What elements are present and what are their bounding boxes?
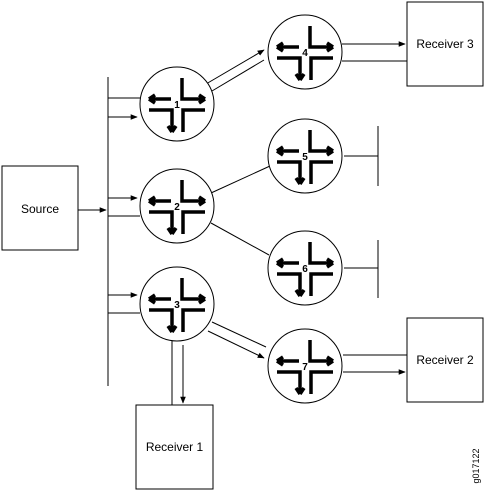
figure-id: g017122 — [471, 448, 481, 483]
router-7: 7 — [266, 327, 344, 405]
router-4: 4 — [266, 13, 344, 91]
receiver-1-box: Receiver 1 — [135, 404, 214, 490]
receiver-1-label: Receiver 1 — [146, 440, 204, 454]
receiver-3-label: Receiver 3 — [416, 37, 474, 51]
router-3-to-router-7-link — [211, 321, 267, 348]
receiver-3-box: Receiver 3 — [406, 1, 484, 87]
router-4-label: 4 — [302, 48, 308, 59]
source-label: Source — [21, 202, 59, 216]
router-2-label: 2 — [174, 202, 180, 213]
router-3-to-router-7-arrow — [207, 330, 265, 359]
router-2-to-router-5-link — [210, 165, 271, 194]
router-5-label: 5 — [302, 152, 308, 163]
router-3: 3 — [138, 265, 216, 343]
router-2: 2 — [138, 167, 216, 245]
router-1: 1 — [138, 65, 216, 143]
router-5: 5 — [266, 117, 344, 195]
router-2-to-router-6-link — [210, 222, 270, 256]
router-3-label: 3 — [174, 300, 180, 311]
router-6: 6 — [266, 229, 344, 307]
router-7-label: 7 — [302, 362, 308, 373]
router-1-to-router-4-arrow — [205, 49, 265, 85]
receiver-2-label: Receiver 2 — [416, 353, 474, 367]
router-1-label: 1 — [174, 100, 180, 111]
router-6-label: 6 — [302, 264, 308, 275]
router-1-to-router-4-link — [211, 59, 265, 92]
receiver-2-box: Receiver 2 — [406, 317, 484, 403]
source-box: Source — [1, 165, 79, 251]
